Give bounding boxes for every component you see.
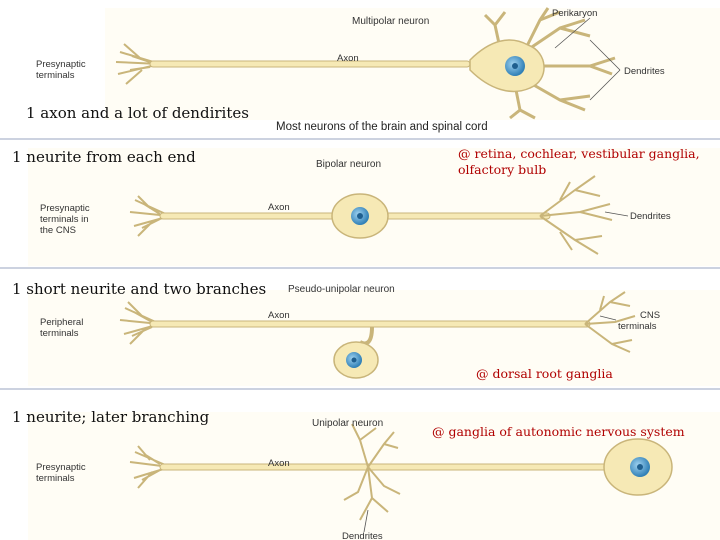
bipolar-axon-label: Axon [268, 202, 290, 213]
location-bipolar: @ retina, cochlear, vestibular ganglia, … [458, 146, 700, 177]
unipolar-axon-label: Axon [268, 458, 290, 469]
multipolar-terminals-label-1: Presynaptic [36, 59, 86, 70]
multipolar-dendrites-shape [483, 7, 616, 120]
pseudo-unipolar-neuron-diagram: Pseudo-unipolar neuron Axon Peripheral t… [28, 284, 720, 386]
pseudo-unipolar-cns-label-2: terminals [618, 321, 657, 332]
unipolar-terminals-label-2: terminals [36, 473, 75, 484]
location-pseudo-unipolar: @ dorsal root ganglia [476, 366, 613, 381]
multipolar-terminals-shape [115, 43, 161, 85]
multipolar-axon-label: Axon [337, 53, 359, 64]
pseudo-unipolar-cns-shape [584, 291, 636, 353]
unipolar-axon-shape [159, 463, 611, 471]
bipolar-terminals-label-2: terminals in [40, 214, 89, 225]
pseudo-unipolar-title: Pseudo-unipolar neuron [288, 284, 395, 295]
bipolar-terminals-label-1: Presynaptic [40, 203, 90, 214]
multipolar-dendrites-label: Dendrites [624, 66, 665, 77]
pseudo-unipolar-axon-shape [149, 320, 591, 328]
unipolar-title: Unipolar neuron [312, 418, 383, 429]
pseudo-unipolar-axon-label: Axon [268, 310, 290, 321]
multipolar-axon-shape [149, 60, 471, 68]
multipolar-title: Multipolar neuron [352, 16, 429, 27]
unipolar-dendrites-shape [343, 423, 401, 521]
note-unipolar: 1 neurite; later branching [12, 408, 210, 426]
pseudo-unipolar-terminals-label-1: Peripheral [40, 317, 83, 328]
bipolar-dendrites-label: Dendrites [630, 211, 671, 222]
bipolar-neuron-diagram: Bipolar neuron Axon Presynaptic terminal… [28, 148, 720, 266]
pseudo-unipolar-terminals-shape [119, 301, 161, 345]
bipolar-title: Bipolar neuron [316, 159, 381, 170]
note-multipolar: 1 axon and a lot of dendirites [26, 104, 249, 122]
pseudo-unipolar-terminals-label-2: terminals [40, 328, 79, 339]
unipolar-neuron-diagram: Unipolar neuron Axon Presynaptic termina… [28, 412, 720, 540]
unipolar-dendrites-label: Dendrites [342, 531, 383, 540]
note-pseudo-unipolar: 1 short neurite and two branches [12, 280, 267, 298]
unipolar-terminals-label-1: Presynaptic [36, 462, 86, 473]
location-multipolar: Most neurons of the brain and spinal cor… [276, 121, 488, 133]
bipolar-terminals-label-3: the CNS [40, 225, 76, 236]
note-bipolar: 1 neurite from each end [12, 148, 196, 166]
multipolar-perikaryon-label: Perikaryon [552, 8, 597, 19]
unipolar-terminals-shape [129, 445, 171, 489]
bipolar-dendrites-shape [539, 175, 613, 255]
multipolar-terminals-label-2: terminals [36, 70, 75, 81]
multipolar-neuron-diagram: Multipolar neuron Perikaryon Axon Presyn… [36, 7, 720, 120]
bipolar-terminals-shape [129, 195, 171, 237]
location-unipolar: @ ganglia of autonomic nervous system [432, 424, 685, 439]
pseudo-unipolar-cns-label-1: CNS [640, 310, 660, 321]
